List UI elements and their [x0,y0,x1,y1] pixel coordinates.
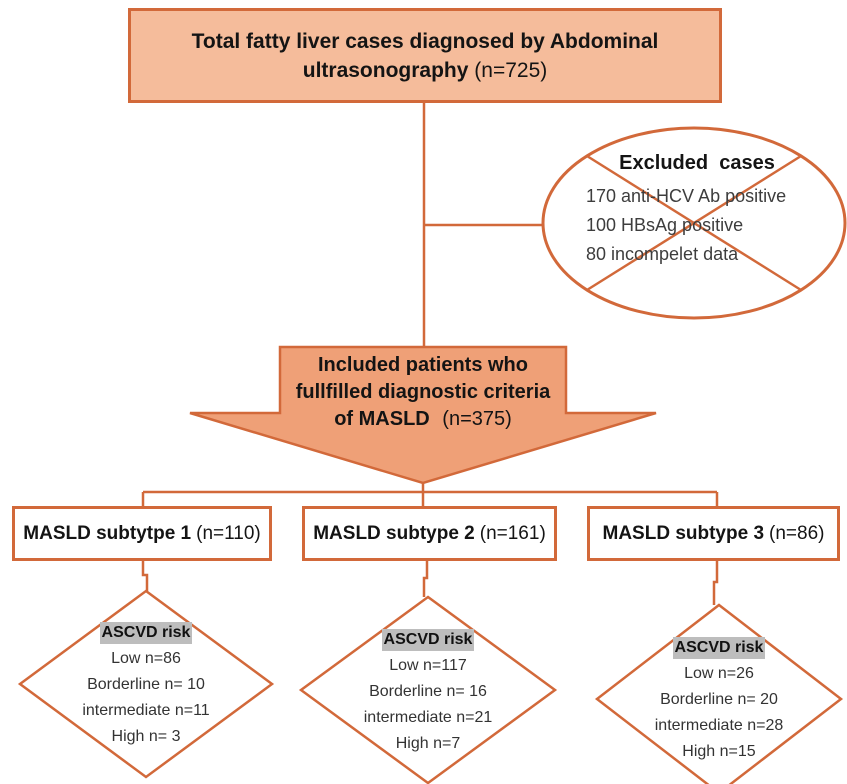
ascvd-risk-header: ASCVD risk [99,622,193,644]
ascvd-risk-text-2: ASCVD risk Low n=117 Borderline n= 16 in… [318,627,538,757]
included-arrow-shape [189,345,657,485]
included-line3: of MASLD (n=375) [334,408,512,430]
ascvd-risk-row: High n=7 [395,735,461,752]
stub-subtype3-to-diamond [712,561,719,605]
stub-subtype1-to-diamond [141,561,149,591]
excluded-cases-title: Excluded cases [619,152,775,174]
total-cases-box: Total fatty liver cases diagnosed by Abd… [128,8,722,103]
subtype-3-box: MASLD subtype 3 (n=86) [587,506,840,561]
excluded-item: 80 incompelet data [586,244,739,264]
subtype-1-label: MASLD subtytpe 1 [23,522,192,544]
total-cases-line2: ultrasonography (n=725) [302,58,548,82]
subtype-2-n: (n=161) [479,522,546,544]
excluded-cases-text: Excluded cases 170 anti-HCV Ab positive … [586,150,808,269]
ascvd-risk-text-1: ASCVD risk Low n=86 Borderline n= 10 int… [36,620,256,750]
ascvd-risk-row: Low n=86 [111,650,181,667]
ascvd-risk-row: Low n=117 [389,657,467,674]
ascvd-risk-text-3: ASCVD risk Low n=26 Borderline n= 20 int… [609,635,829,765]
x-mark-line-2 [586,154,802,292]
included-line1: Included patients who [317,354,528,376]
included-n: (n=375) [442,408,512,430]
total-cases-text: Total fatty liver cases diagnosed by Abd… [192,27,659,85]
ascvd-risk-row: Borderline n= 20 [660,691,778,708]
total-cases-line1: Total fatty liver cases diagnosed by Abd… [191,29,659,53]
excluded-item: 170 anti-HCV Ab positive [586,186,787,206]
ascvd-risk-row: intermediate n=11 [82,702,210,719]
ascvd-diamond-3 [594,603,844,784]
total-cases-n: (n=725) [474,58,548,82]
ascvd-risk-row: High n=15 [682,743,756,760]
ascvd-risk-header: ASCVD risk [381,629,475,651]
ascvd-risk-row: Low n=26 [684,665,754,682]
ascvd-risk-row: High n= 3 [111,728,181,745]
ascvd-risk-header: ASCVD risk [672,637,766,659]
subtype-1-n: (n=110) [196,522,261,544]
subtype-1-box: MASLD subtytpe 1 (n=110) [12,506,272,561]
subtype-2-box: MASLD subtype 2 (n=161) [302,506,557,561]
excluded-item: 100 HBsAg positive [586,215,744,235]
included-patients-text: Included patients who fullfilled diagnos… [253,352,593,433]
ascvd-diamond-2 [298,595,558,784]
ascvd-risk-row: intermediate n=28 [654,717,784,734]
stub-subtype2-to-diamond [422,561,429,597]
ascvd-risk-row: intermediate n=21 [363,709,493,726]
subtype-2-label: MASLD subtype 2 [313,522,475,544]
subtype-3-label: MASLD subtype 3 [602,522,765,544]
included-line2: fullfilled diagnostic criteria [295,381,551,403]
subtype-3-n: (n=86) [769,522,825,544]
ascvd-risk-row: Borderline n= 16 [369,683,487,700]
ascvd-risk-row: Borderline n= 10 [87,676,205,693]
ascvd-diamond-1 [17,589,275,779]
